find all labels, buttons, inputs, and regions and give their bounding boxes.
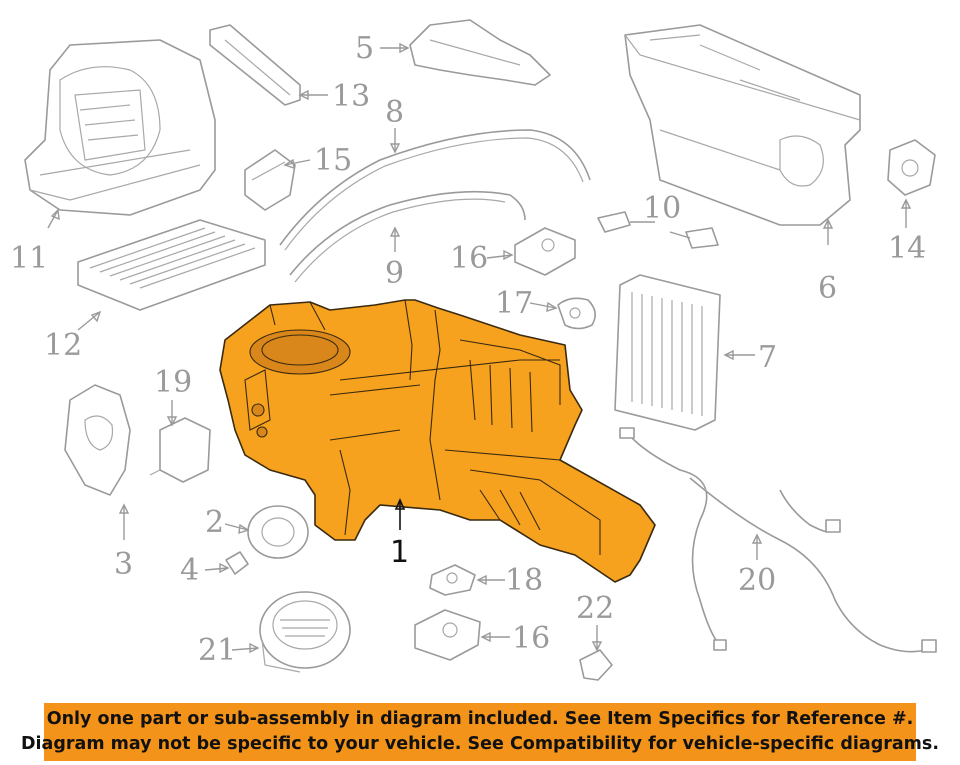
part-5-duct xyxy=(409,19,551,86)
callout-20: 20 xyxy=(738,563,776,598)
part-21-blower-motor xyxy=(259,591,351,673)
callout-17: 17 xyxy=(495,286,533,321)
callout-21: 21 xyxy=(198,633,236,668)
part-1-hvac-case xyxy=(219,299,656,583)
part-16-module-upper xyxy=(514,227,576,276)
callout-8: 8 xyxy=(385,95,404,130)
part-14-actuator xyxy=(887,139,936,196)
callout-13: 13 xyxy=(332,79,370,114)
callout-7: 7 xyxy=(758,340,777,375)
callout-12: 12 xyxy=(44,328,82,363)
part-19-resistor xyxy=(149,417,211,483)
callout-9: 9 xyxy=(385,256,404,291)
part-8-tube xyxy=(279,129,591,251)
disclaimer-line-2: Diagram may not be specific to your vehi… xyxy=(21,734,939,754)
part-13-bracket xyxy=(209,24,301,106)
callouts: 1 2 3 4 5 6 7 8 9 10 11 12 13 14 15 16 1… xyxy=(10,31,926,668)
leader-lines xyxy=(47,42,912,654)
callout-11: 11 xyxy=(10,241,48,276)
part-12-filter xyxy=(77,219,266,311)
callout-3: 3 xyxy=(114,547,133,582)
callout-6: 6 xyxy=(818,271,837,306)
part-11-blower-housing xyxy=(24,39,216,216)
part-6-rear-housing xyxy=(624,24,861,226)
callout-10: 10 xyxy=(643,191,681,226)
callout-16-lower: 16 xyxy=(512,621,550,656)
part-2-cover xyxy=(247,505,309,559)
callout-2: 2 xyxy=(205,505,224,540)
callout-18: 18 xyxy=(505,563,543,598)
callout-4: 4 xyxy=(180,553,199,588)
callout-5: 5 xyxy=(355,31,374,66)
callout-15: 15 xyxy=(314,143,352,178)
part-7-heater-core xyxy=(614,274,721,431)
callout-16-upper: 16 xyxy=(450,241,488,276)
part-18-actuator xyxy=(429,564,476,596)
disclaimer-banner: Only one part or sub-assembly in diagram… xyxy=(21,703,939,761)
part-10-clips xyxy=(597,211,719,249)
parts-diagram: 1 2 3 4 5 6 7 8 9 10 11 12 13 14 15 16 1… xyxy=(10,19,937,681)
callout-1: 1 xyxy=(390,535,409,570)
part-17-servo xyxy=(557,297,596,330)
part-4-plug xyxy=(225,551,249,575)
part-22-sensor xyxy=(579,649,613,681)
callout-22: 22 xyxy=(576,591,614,626)
part-15-sensor xyxy=(244,149,296,211)
part-9-tube xyxy=(289,190,526,283)
callout-14: 14 xyxy=(888,231,926,266)
part-16-module-lower xyxy=(414,609,481,661)
part-20-harness xyxy=(619,427,937,653)
disclaimer-line-1: Only one part or sub-assembly in diagram… xyxy=(46,709,914,729)
part-3-bracket xyxy=(64,384,131,496)
callout-19: 19 xyxy=(154,365,192,400)
